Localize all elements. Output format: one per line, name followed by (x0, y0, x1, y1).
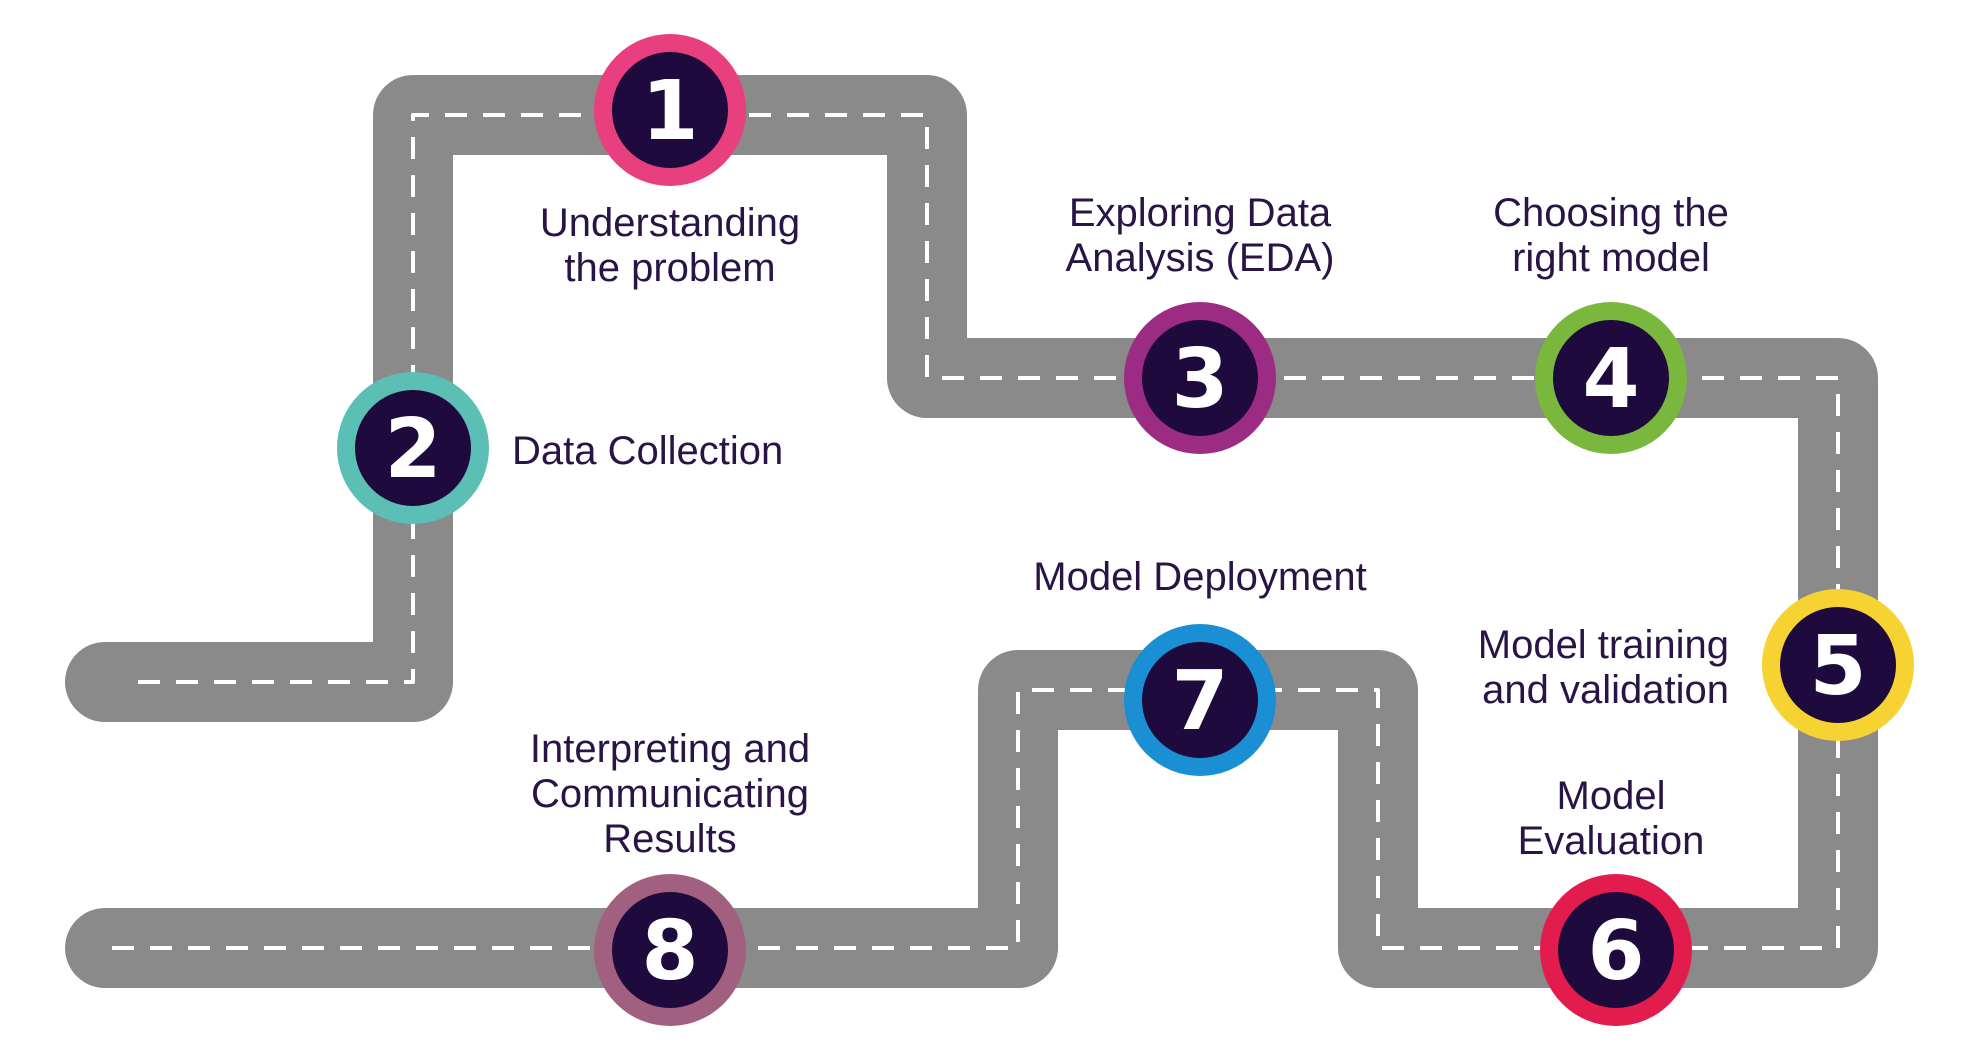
step-number-8: 8 (641, 904, 698, 999)
step-label-line: Communicating (531, 772, 809, 816)
step-label-line: Evaluation (1518, 819, 1705, 863)
step-label-line: Interpreting and (530, 727, 810, 771)
step-core-3 (1142, 320, 1258, 436)
step-label-line: and validation (1482, 668, 1729, 712)
step-core-1 (612, 52, 728, 168)
step-node-2: 2 (337, 372, 489, 524)
step-label-line: Data Collection (512, 429, 783, 473)
step-number-5: 5 (1809, 619, 1866, 714)
step-number-6: 6 (1587, 904, 1644, 999)
step-nodes: 1 2 3 4 5 6 7 8 (337, 34, 1914, 1026)
step-label-line: Exploring Data (1069, 191, 1332, 235)
step-label-line: Results (603, 817, 736, 861)
step-node-8: 8 (594, 874, 746, 1026)
step-label-line: right model (1512, 236, 1710, 280)
step-core-5 (1780, 607, 1896, 723)
step-label-line: Model training (1478, 623, 1729, 667)
step-label-line: Analysis (EDA) (1066, 236, 1335, 280)
step-core-7 (1142, 642, 1258, 758)
step-node-5: 5 (1762, 589, 1914, 741)
step-number-4: 4 (1582, 332, 1639, 427)
step-core-8 (612, 892, 728, 1008)
step-number-2: 2 (384, 402, 441, 497)
step-label-line: Model (1557, 774, 1666, 818)
step-label-2: Data Collection (512, 429, 783, 473)
step-node-7: 7 (1124, 624, 1276, 776)
step-number-7: 7 (1171, 654, 1228, 749)
step-label-line: Understanding (540, 201, 800, 245)
step-core-2 (355, 390, 471, 506)
step-label-line: the problem (564, 246, 775, 290)
step-number-3: 3 (1171, 332, 1228, 427)
step-core-4 (1553, 320, 1669, 436)
step-node-1: 1 (594, 34, 746, 186)
step-label-line: Model Deployment (1033, 555, 1367, 599)
step-label-line: Choosing the (1493, 191, 1729, 235)
step-node-4: 4 (1535, 302, 1687, 454)
step-label-7: Model Deployment (1033, 555, 1367, 599)
step-number-1: 1 (641, 64, 698, 159)
step-core-6 (1558, 892, 1674, 1008)
step-node-6: 6 (1540, 874, 1692, 1026)
step-node-3: 3 (1124, 302, 1276, 454)
